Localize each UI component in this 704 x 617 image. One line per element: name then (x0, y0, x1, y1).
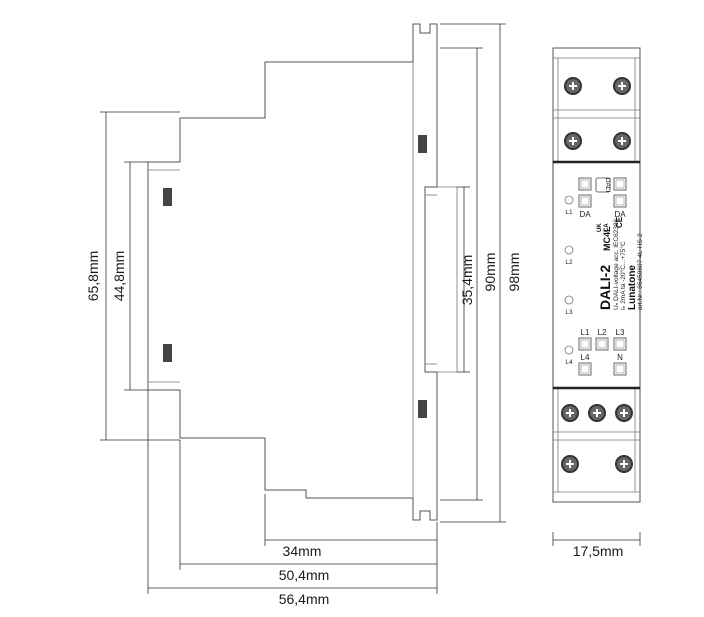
product-text-block: DALI-2 MC4L UK CA CE Uₙ DALI-voltage acc… (597, 216, 644, 310)
side-view-outline (147, 23, 438, 521)
dim-35-4-label: 35,4mm (459, 255, 475, 306)
terminal-n: N (613, 353, 627, 376)
terminal-l1-label: L1 (581, 328, 590, 337)
da-terminal-left: DA (578, 177, 592, 219)
latch-top-right (418, 135, 427, 153)
led-l3: L3 (564, 295, 574, 316)
led-icon (564, 295, 574, 305)
terminal-l1: L1 (578, 328, 592, 351)
dim-17-5-label: 17,5mm (573, 543, 624, 559)
dimension-35-4: 35,4mm (457, 186, 475, 373)
spec-line-1: Uₙ DALI-voltage acc. IEC62386 (613, 219, 620, 310)
led-l2: L2 (564, 245, 574, 266)
screw-icon (613, 77, 631, 95)
da-left-label: DA (579, 210, 591, 219)
dimension-34: 34mm (264, 494, 438, 559)
dimension-50-4: 50,4mm (179, 440, 438, 583)
led-l1-label: L1 (565, 209, 573, 216)
dimension-90: 90mm (440, 47, 498, 501)
screw-icon (588, 404, 606, 422)
product-name: DALI-2 (597, 265, 613, 310)
dim-50-4-label: 50,4mm (279, 567, 330, 583)
screw-icon (564, 77, 582, 95)
screw-icon (615, 404, 633, 422)
dim-34-label: 34mm (283, 543, 322, 559)
screw-icon (561, 455, 579, 473)
da-right-label: DA (614, 210, 626, 219)
dimension-17-5: 17,5mm (552, 532, 641, 559)
led-icon (564, 195, 574, 205)
ce-mark: CE (615, 216, 624, 228)
latch-bottom-left (163, 344, 172, 362)
dali-badge: DALI (595, 177, 611, 193)
terminal-l2-label: L2 (598, 328, 607, 337)
latch-bottom-right (418, 400, 427, 418)
terminal-l3: L3 (613, 328, 627, 351)
screw-terminals-bottom (561, 404, 633, 473)
terminal-l4: L4 (578, 353, 592, 376)
terminal-l3-label: L3 (616, 328, 625, 337)
led-l3-label: L3 (565, 309, 573, 316)
dim-90-label: 90mm (482, 253, 498, 292)
da-terminal-right: DA (613, 177, 627, 219)
dimension-65-8: 65,8mm (85, 111, 180, 441)
screw-icon (613, 132, 631, 150)
latch-top-left (163, 188, 172, 206)
dim-44-8-label: 44,8mm (111, 251, 127, 302)
led-l2-label: L2 (565, 259, 573, 266)
dimension-44-8: 44,8mm (111, 161, 148, 391)
terminal-n-label: N (617, 353, 623, 362)
spec-line-2: Iₙ 2mA ta -20°C...+75°C (619, 241, 627, 310)
uk-mark: UK (597, 223, 603, 232)
screw-terminals-top (564, 77, 631, 150)
terminal-l4-label: L4 (581, 353, 590, 362)
terminal-l2: L2 (595, 328, 609, 351)
led-l1: L1 (564, 195, 574, 216)
spec-line-3: art.Nr.: 86458607-4L-HS-2 (637, 233, 644, 310)
dimension-56-4: 56,4mm (147, 390, 438, 607)
dimension-98: 98mm (440, 23, 522, 523)
ca-mark: CA (604, 223, 610, 232)
dim-65-8-label: 65,8mm (85, 251, 101, 302)
led-icon (564, 245, 574, 255)
led-icon (564, 345, 574, 355)
led-l4-label: L4 (565, 359, 573, 366)
screw-icon (561, 404, 579, 422)
dim-56-4-label: 56,4mm (279, 591, 330, 607)
front-view: DA DA DALI L1 L2 L3 L4 (552, 47, 644, 503)
brand-name: Lunatone (627, 265, 638, 310)
dali-badge-label: DALI (604, 178, 611, 193)
led-l4: L4 (564, 345, 574, 366)
side-view (147, 23, 458, 521)
product-model: MC4L (602, 226, 612, 251)
screw-icon (564, 132, 582, 150)
dim-98-label: 98mm (506, 253, 522, 292)
screw-icon (615, 455, 633, 473)
